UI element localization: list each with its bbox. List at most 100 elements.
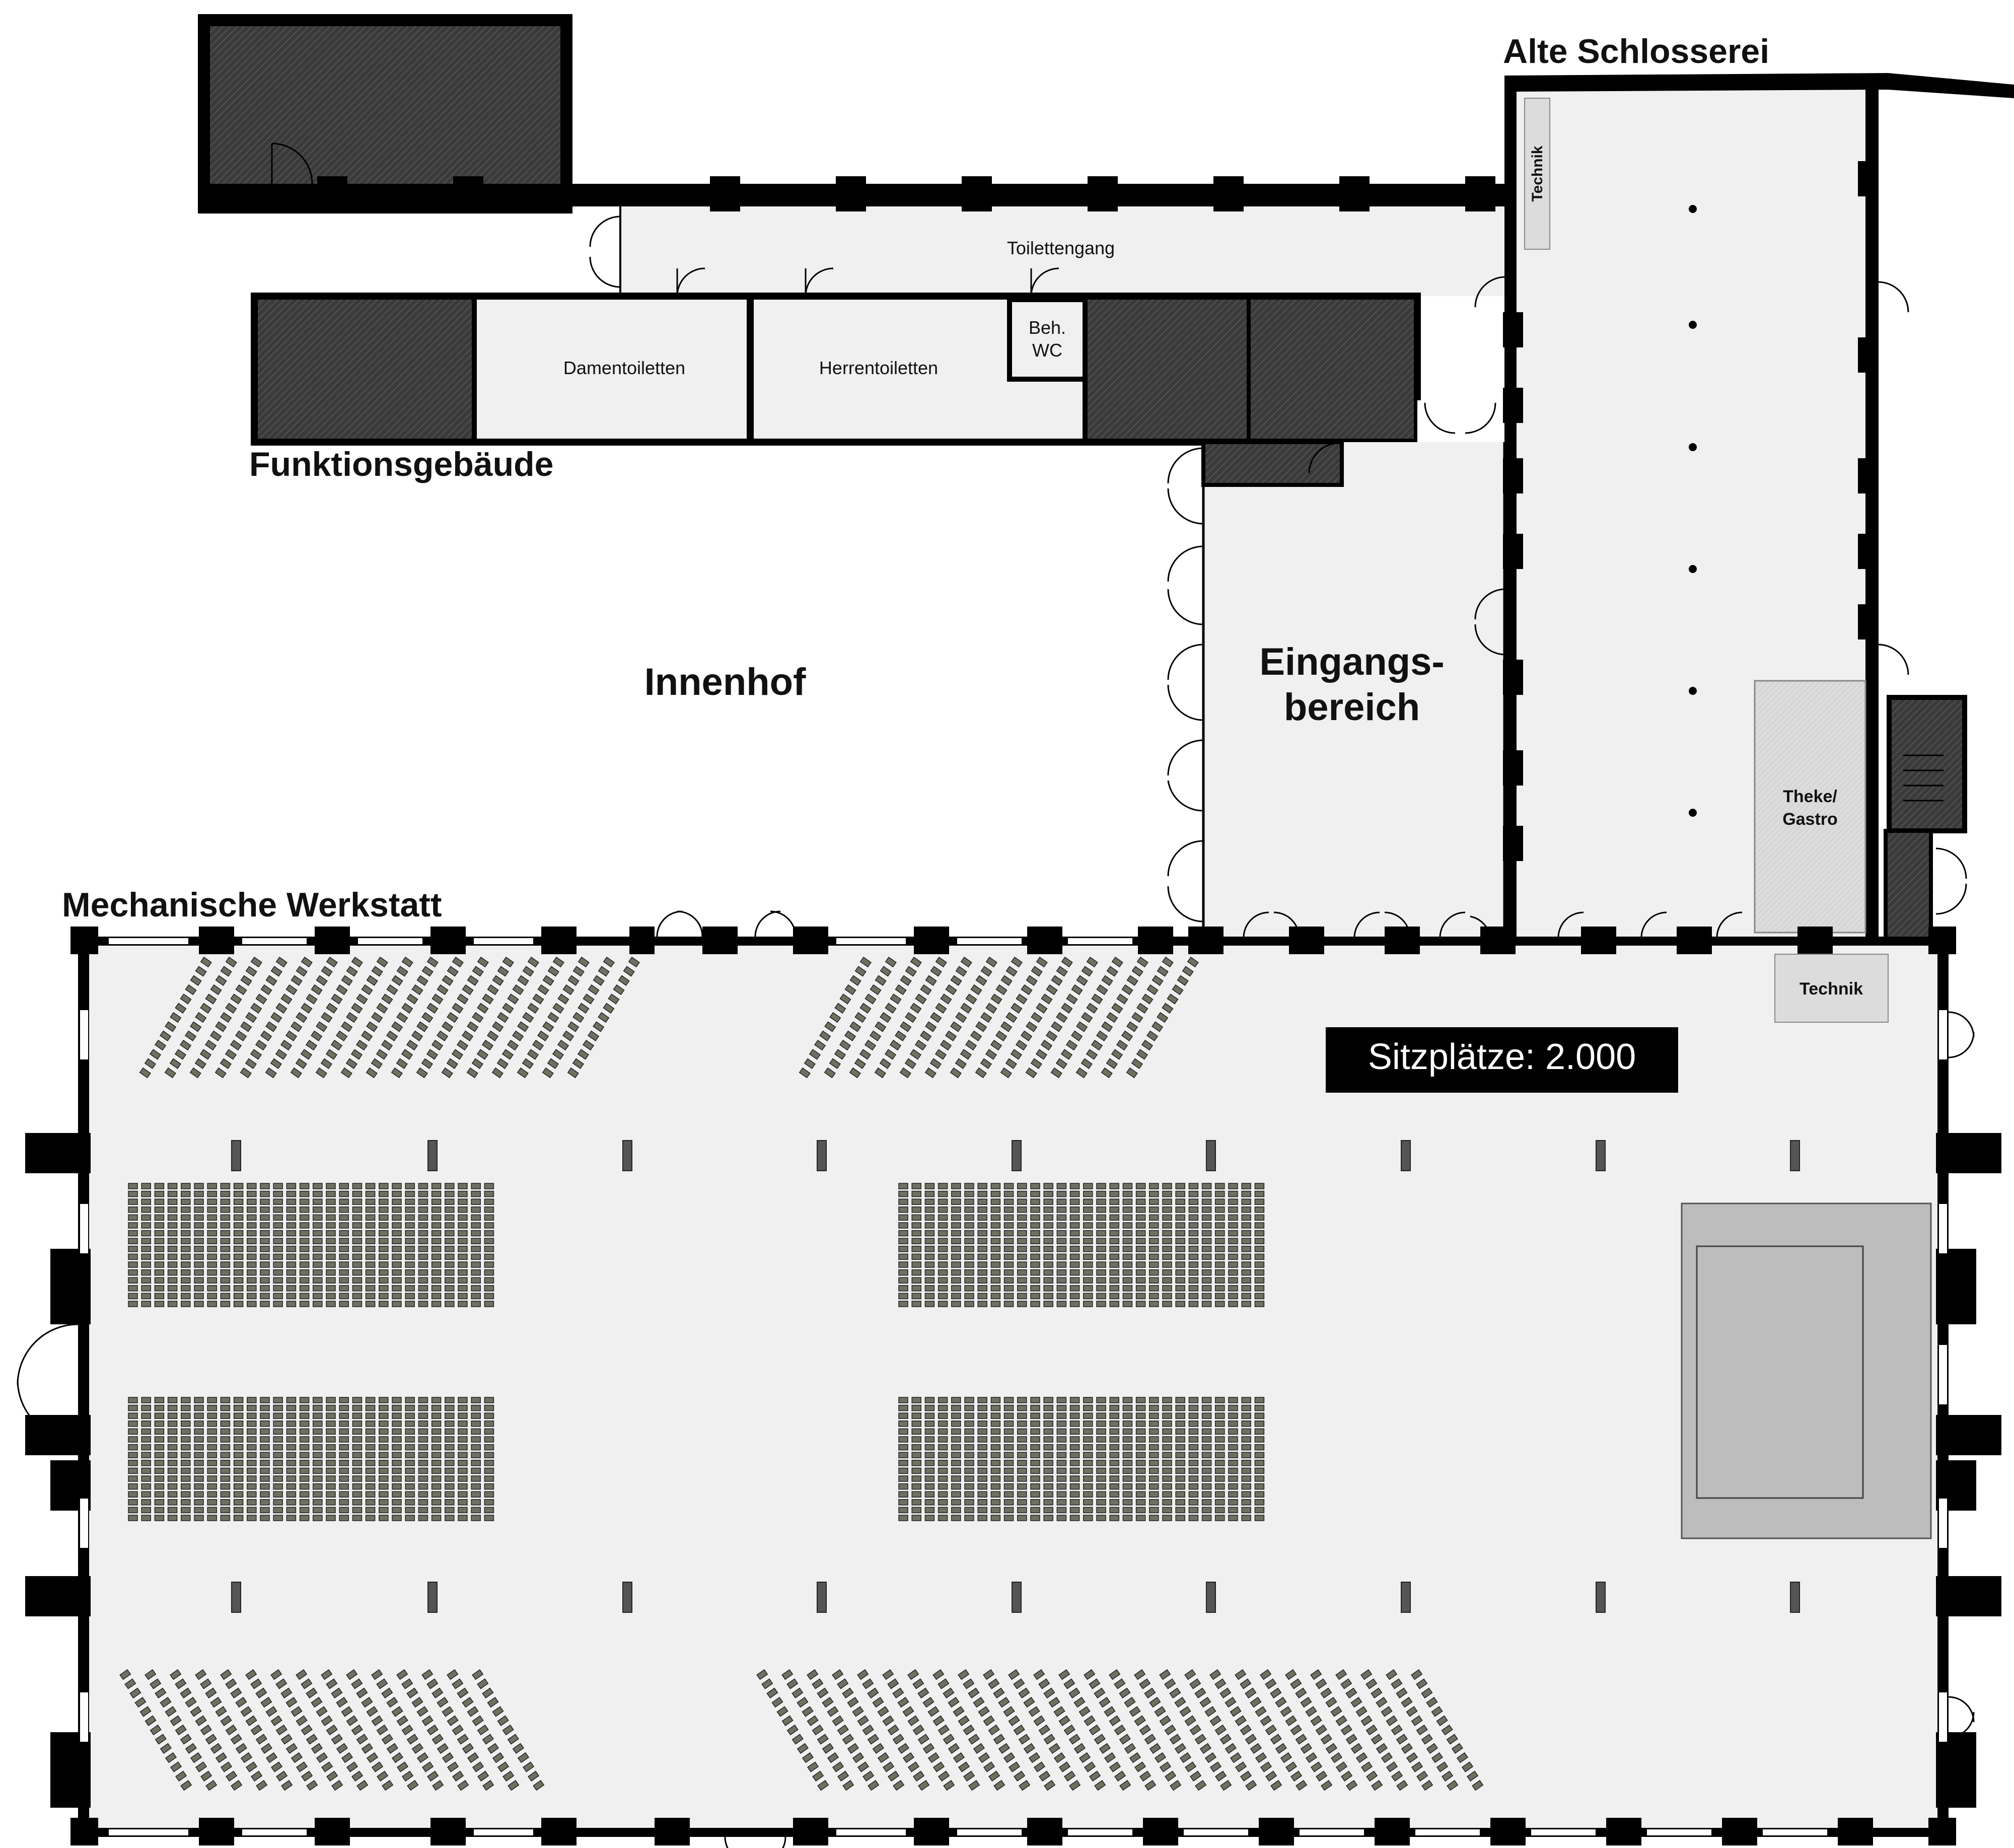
seat <box>1188 1420 1199 1427</box>
seat <box>1228 1246 1238 1252</box>
seat <box>852 1752 865 1763</box>
seat <box>924 1285 935 1292</box>
beh-wc-room <box>1007 297 1088 382</box>
seat <box>1360 1761 1373 1772</box>
seat <box>352 1222 363 1229</box>
seat <box>379 1428 389 1435</box>
seat <box>484 1293 494 1300</box>
seat <box>867 1687 879 1698</box>
seat <box>405 1404 415 1411</box>
seat <box>215 1752 228 1763</box>
seat <box>1340 1724 1352 1736</box>
seat <box>313 1404 323 1411</box>
seat <box>963 1724 975 1736</box>
seat <box>416 1067 428 1079</box>
seat <box>951 1269 961 1276</box>
seat <box>405 1253 415 1260</box>
seat <box>1174 1743 1186 1754</box>
seat <box>181 1277 191 1284</box>
seat <box>411 984 423 996</box>
seat <box>299 1277 310 1284</box>
seat <box>1056 1269 1067 1276</box>
seat <box>313 1277 323 1284</box>
seat <box>445 1183 455 1189</box>
seat <box>128 1436 138 1443</box>
seat <box>911 1301 921 1307</box>
seat <box>247 1475 257 1482</box>
seat <box>990 1293 1001 1300</box>
seat <box>934 1049 947 1060</box>
seat <box>467 1706 479 1717</box>
seat <box>405 1183 415 1189</box>
seat <box>990 1436 1001 1443</box>
seat <box>1135 1230 1146 1237</box>
seat <box>392 1277 402 1284</box>
seat <box>326 1452 336 1458</box>
seat <box>829 1012 841 1023</box>
seat <box>1162 1285 1172 1292</box>
seat <box>1011 956 1023 968</box>
seat <box>857 1669 869 1680</box>
seat <box>299 1460 310 1466</box>
seat <box>306 1780 318 1791</box>
seat <box>1056 1404 1067 1411</box>
seat <box>1109 1515 1119 1521</box>
seat <box>313 1222 323 1229</box>
seat <box>233 1412 244 1419</box>
seat <box>1228 1483 1238 1490</box>
stairwell <box>1887 695 1967 833</box>
seat <box>445 1285 455 1292</box>
seat <box>824 1067 836 1079</box>
seat <box>154 1039 167 1051</box>
seat <box>458 1230 468 1237</box>
seat <box>492 1752 505 1763</box>
seat <box>1033 1669 1045 1680</box>
seat <box>938 1246 948 1252</box>
seat <box>552 956 564 968</box>
seat <box>194 1491 204 1498</box>
seat <box>141 1183 151 1189</box>
seat <box>286 1428 297 1435</box>
seat <box>471 1499 481 1506</box>
seat <box>376 1049 388 1060</box>
seat <box>1461 1761 1474 1772</box>
seat <box>1386 1669 1398 1680</box>
seat <box>578 1003 590 1014</box>
seat <box>471 1404 481 1411</box>
seat <box>128 1222 138 1229</box>
seat <box>220 1715 232 1726</box>
seat <box>181 1467 191 1474</box>
seat <box>938 1214 948 1221</box>
seat <box>1109 1436 1119 1443</box>
seat <box>995 984 1008 996</box>
seat <box>1124 1696 1136 1708</box>
seat <box>445 1230 455 1237</box>
seat <box>911 1261 921 1268</box>
seat <box>418 1412 428 1419</box>
seat <box>562 1030 574 1041</box>
seat <box>365 1230 376 1237</box>
seat <box>977 1293 987 1300</box>
seat <box>1254 1428 1265 1435</box>
seat <box>165 1752 177 1763</box>
seat <box>951 1397 961 1403</box>
seat <box>940 993 952 1005</box>
seat <box>938 1293 948 1300</box>
seat <box>990 1222 1001 1229</box>
seat <box>128 1420 138 1427</box>
seat <box>924 1460 935 1466</box>
seat <box>286 1460 297 1466</box>
seat <box>990 1452 1001 1458</box>
seat <box>1149 1206 1159 1213</box>
seat <box>1250 1696 1262 1708</box>
seat <box>1122 1491 1133 1498</box>
seat <box>445 1214 455 1221</box>
seat <box>1199 1696 1211 1708</box>
seat <box>1209 1715 1221 1726</box>
seat <box>907 1715 919 1726</box>
seat <box>1063 1724 1075 1736</box>
seat <box>1188 1238 1199 1244</box>
seat <box>296 1715 308 1726</box>
seat <box>1069 1460 1080 1466</box>
seat <box>935 1003 947 1014</box>
